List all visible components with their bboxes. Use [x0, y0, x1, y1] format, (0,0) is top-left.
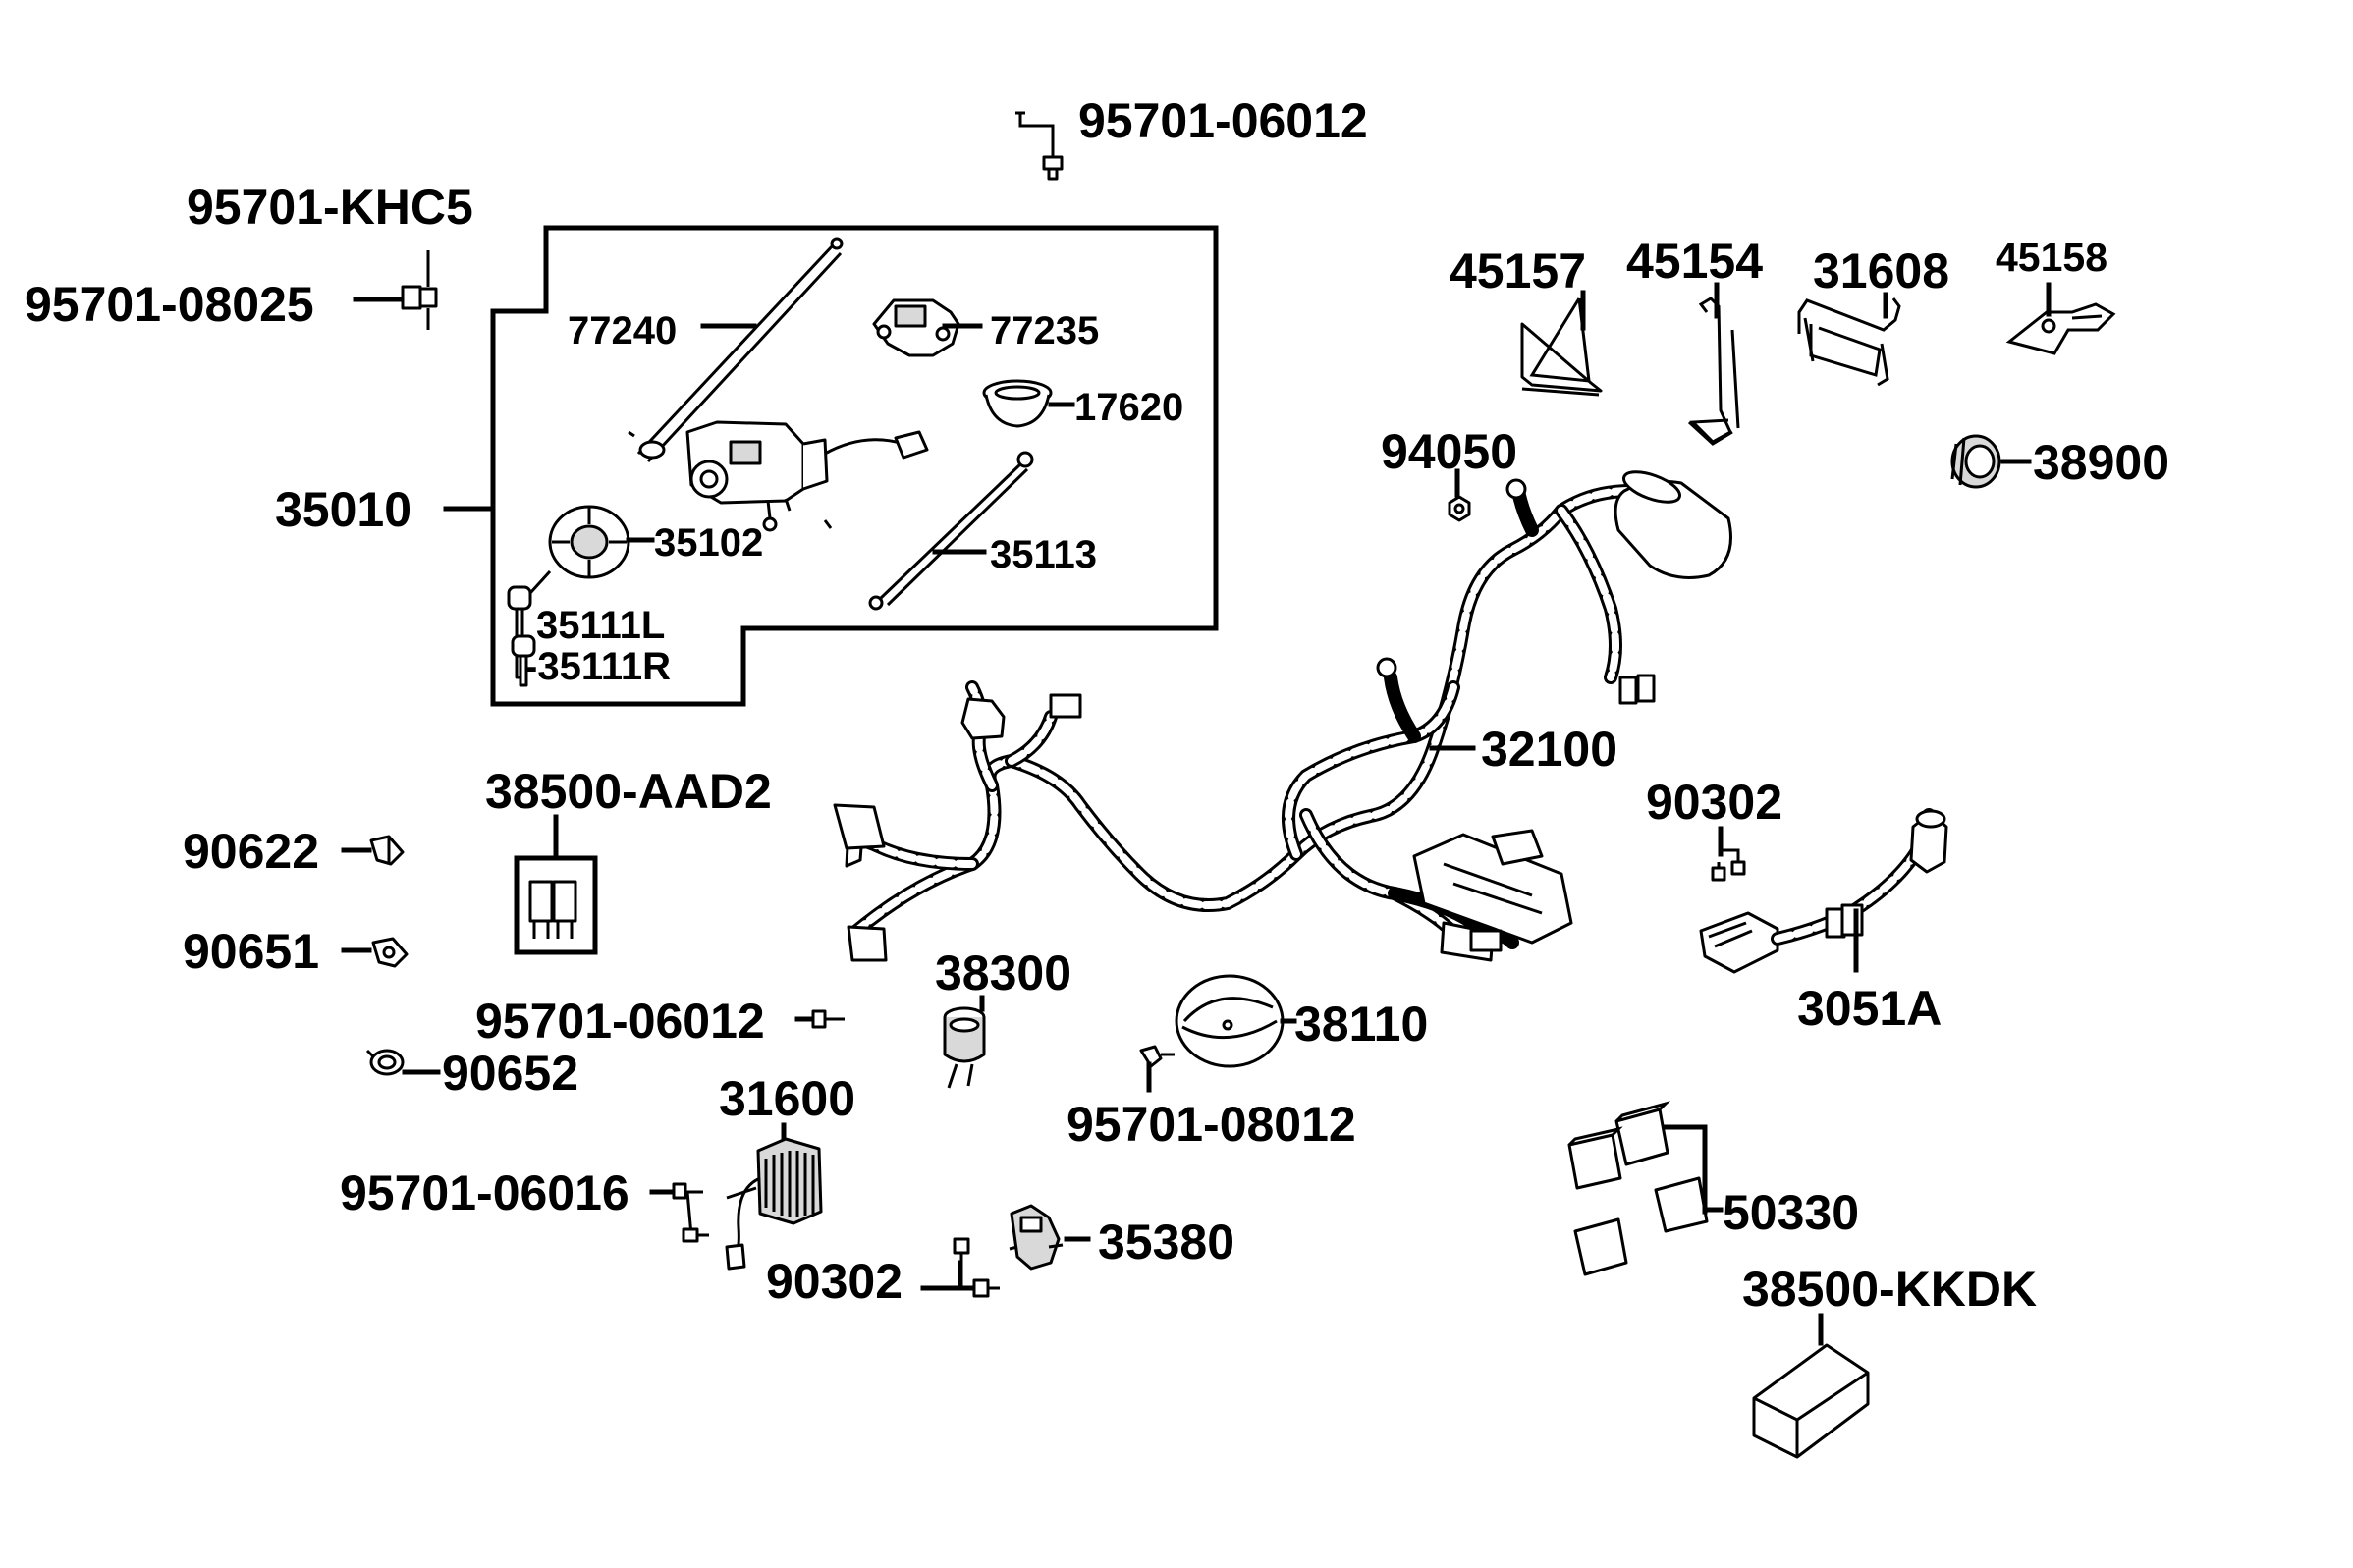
label-35010: 35010	[275, 482, 411, 537]
regulator-31600-icon	[725, 1137, 823, 1271]
label-38110: 38110	[1294, 997, 1428, 1052]
label-90652: 90652	[442, 1046, 578, 1101]
label-17620: 17620	[1074, 386, 1183, 429]
label-90302-bottom: 90302	[766, 1254, 903, 1309]
label-bolt-top: 95701-06012	[1078, 93, 1368, 148]
label-50330: 50330	[1723, 1185, 1859, 1240]
cap-17620-icon	[982, 379, 1053, 428]
bolt-icon-90302-bottom	[953, 1237, 1000, 1298]
bolt-icon-top	[1015, 111, 1064, 181]
label-77240: 77240	[568, 309, 677, 352]
label-3051A: 3051A	[1797, 981, 1942, 1036]
label-90651: 90651	[183, 924, 319, 979]
component-38300-icon	[943, 1006, 986, 1089]
label-45158: 45158	[1996, 235, 2107, 280]
label-35102: 35102	[654, 521, 763, 565]
label-khc5: 95701-KHC5	[187, 180, 473, 235]
label-94050: 94050	[1381, 424, 1517, 479]
label-38300: 38300	[935, 946, 1071, 1000]
component-38900-icon	[1950, 434, 2001, 489]
latch-77235-icon	[872, 298, 960, 357]
label-35113: 35113	[990, 533, 1097, 576]
kit-outline-box	[490, 225, 1219, 707]
coil-3051A-icon	[1699, 808, 1948, 974]
component-35380-icon	[1009, 1204, 1064, 1271]
bracket-31608-icon	[1797, 297, 1901, 387]
label-38500-kkdk: 38500-KKDK	[1742, 1262, 2037, 1317]
label-bolt-06016: 95701-06016	[340, 1165, 629, 1220]
cable-77240-icon	[636, 237, 844, 463]
bracket-45157-icon	[1520, 297, 1603, 397]
label-45154: 45154	[1626, 234, 1763, 289]
label-38900: 38900	[2033, 435, 2169, 490]
blocks-50330-icon	[1567, 1101, 1709, 1276]
leader-90302-bottom	[920, 1260, 975, 1291]
label-35111R: -35111R	[524, 645, 671, 688]
wire-harness-32100-icon	[833, 470, 1732, 962]
disk-35102-icon	[548, 505, 630, 579]
label-35380: 35380	[1098, 1215, 1234, 1270]
cable-35113-icon	[868, 451, 1034, 611]
nut-94050-icon	[1448, 495, 1471, 522]
bolt-icon-90302-right	[1711, 848, 1746, 882]
box-38500-kkdk-icon	[1752, 1343, 1870, 1459]
leader-50330	[1663, 1124, 1724, 1215]
label-90622: 90622	[183, 824, 319, 879]
label-35111L: 35111L	[536, 604, 665, 647]
bracket-45154-icon	[1687, 297, 1740, 446]
label-38500-aad2: 38500-AAD2	[485, 764, 772, 819]
clamp-90652-icon	[365, 1049, 405, 1076]
label-bolt-06012-mid: 95701-06012	[475, 994, 765, 1049]
label-32100: 32100	[1481, 722, 1617, 777]
bolt-icon-08025	[353, 250, 438, 330]
horn-38110-icon	[1175, 974, 1285, 1068]
label-45157: 45157	[1450, 243, 1586, 298]
clip-90651-icon	[371, 937, 409, 968]
label-77235: 77235	[990, 309, 1099, 352]
ignition-switch-icon	[628, 420, 929, 532]
bolt-icon-08012	[1139, 1045, 1175, 1093]
label-31608: 31608	[1813, 243, 1949, 298]
bolt-icon-06016	[672, 1182, 709, 1243]
label-31600: 31600	[719, 1071, 855, 1126]
bracket-45158-icon	[2005, 302, 2116, 355]
bolt-icon-06012-mid	[794, 1009, 845, 1029]
clip-90622-icon	[369, 835, 405, 866]
label-bolt-08025: 95701-08025	[25, 277, 314, 332]
label-bolt-08012: 95701-08012	[1067, 1097, 1356, 1152]
key-icon	[507, 569, 552, 687]
relay-frame	[514, 855, 598, 955]
relay-38500-aad2-icon	[528, 880, 577, 939]
label-90302-right: 90302	[1646, 775, 1782, 830]
